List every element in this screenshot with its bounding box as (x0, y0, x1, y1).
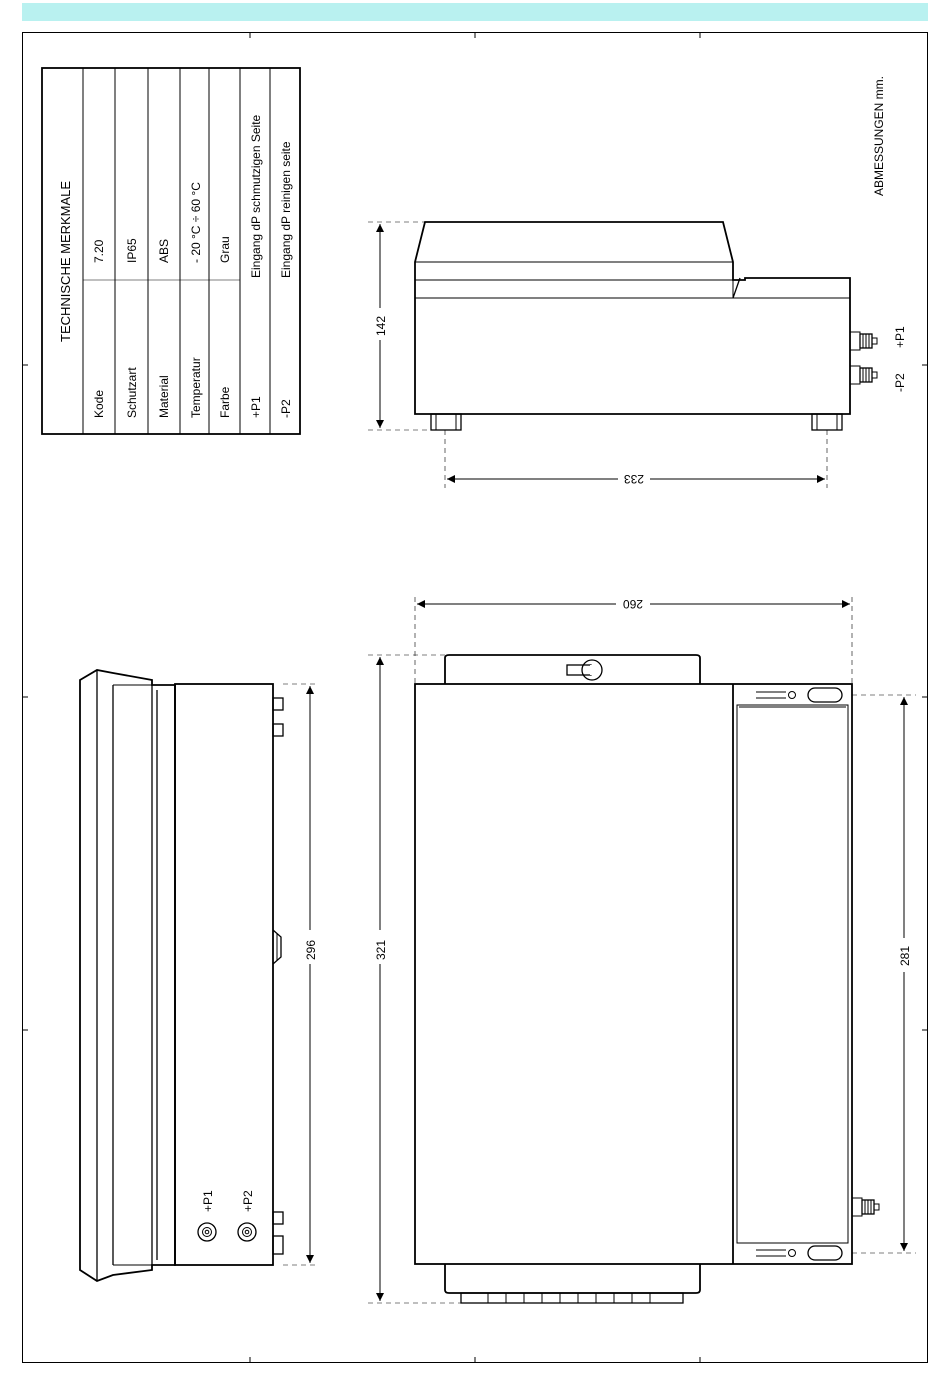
left-bottom-tab-a (273, 1212, 283, 1224)
side-port-p1-fitting (850, 332, 877, 350)
left-view: +P1 +P2 296 (80, 670, 318, 1281)
front-window-panel (737, 705, 848, 1243)
frame-edge-ticks (22, 32, 928, 1363)
front-view: 260 (368, 595, 916, 1303)
front-top-slot (756, 688, 842, 702)
spec-label-material: Material (157, 375, 171, 418)
front-port-fitting (852, 1198, 879, 1216)
left-top-tab-b (273, 724, 283, 736)
left-port-p1-label: +P1 (201, 1190, 215, 1212)
spec-value-kode: 7.20 (92, 239, 106, 263)
side-port-minus-label: -P2 (893, 373, 907, 392)
front-bottom-slot (756, 1246, 842, 1260)
spec-label-p2: -P2 (279, 399, 293, 418)
left-port-p2-fitting (238, 1223, 256, 1241)
side-port-p2-fitting (850, 366, 877, 384)
side-port-plus-label: +P1 (893, 326, 907, 348)
spec-table-values: 7.20 IP65 ABS - 20 °C ÷ 60 °C Grau Einga… (92, 114, 293, 278)
spec-table-title: TECHNISCHE MERKMALE (58, 181, 73, 342)
spec-label-schutzart: Schutzart (125, 367, 139, 418)
spec-table-labels: Kode Schutzart Material Temperatur Farbe… (92, 357, 293, 418)
left-port-p1-fitting (198, 1223, 216, 1241)
left-view-body (175, 684, 273, 1265)
spec-value-p2: Eingang dP reinigen seite (279, 141, 293, 278)
dimension-233-label: 233 (624, 472, 644, 486)
left-view-outline (80, 670, 175, 1281)
spec-value-schutzart: IP65 (125, 238, 139, 263)
keyhole-slot (567, 660, 602, 680)
dimension-281-label: 281 (898, 946, 912, 966)
wall-mount-bracket (445, 655, 700, 684)
drawing-frame (23, 33, 928, 1363)
left-port-p2-label: +P2 (241, 1190, 255, 1212)
left-bottom-tab-b (273, 1236, 283, 1254)
front-main-body (415, 684, 852, 1264)
spec-value-p1: Eingang dP schmutzigen Seite (249, 114, 263, 278)
spec-label-temperatur: Temperatur (189, 357, 203, 418)
spec-value-farbe: Grau (218, 236, 232, 263)
spec-value-material: ABS (157, 239, 171, 263)
bottom-bracket (445, 1264, 700, 1293)
spec-label-farbe: Farbe (218, 386, 232, 418)
dimension-321-label: 321 (374, 940, 388, 960)
spec-table: TECHNISCHE MERKMALE Kode Schutzart Mater… (42, 68, 300, 434)
spec-label-p1: +P1 (249, 396, 263, 418)
left-top-tab-a (273, 698, 283, 710)
dimension-142-label: 142 (374, 316, 388, 336)
dimension-296-label: 296 (304, 940, 318, 960)
dimensions-note: ABMESSUNGEN mm. (872, 76, 886, 196)
spec-label-kode: Kode (92, 390, 106, 418)
dimension-260-label: 260 (623, 597, 643, 611)
side-view: +P1 -P2 142 233 (368, 222, 907, 488)
spec-value-temperatur: - 20 °C ÷ 60 °C (189, 182, 203, 263)
